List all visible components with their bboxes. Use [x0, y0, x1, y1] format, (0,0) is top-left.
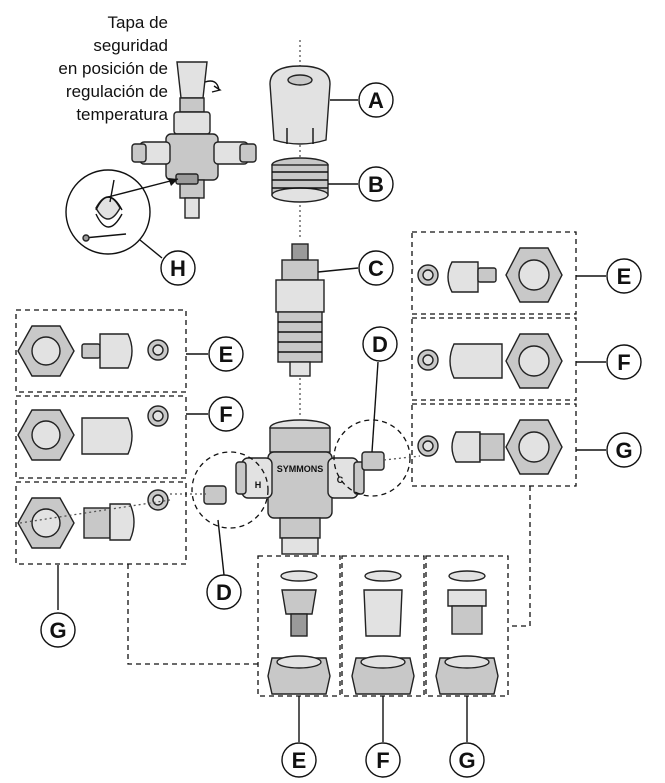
svg-text:G: G	[458, 748, 475, 773]
caption-line-3: en posición de	[58, 59, 168, 78]
right-box-f	[411, 317, 577, 401]
right-box-g	[411, 403, 577, 487]
left-box-e	[15, 309, 187, 393]
callout-f-left: F	[208, 396, 244, 432]
svg-text:F: F	[376, 748, 389, 773]
svg-text:E: E	[617, 264, 632, 289]
check-valve-left	[170, 451, 269, 576]
caption-line-2: seguridad	[93, 36, 168, 55]
svg-text:H: H	[170, 256, 186, 281]
callout-d-right: D	[362, 326, 398, 362]
right-group	[411, 231, 606, 487]
check-valve-right	[333, 361, 421, 497]
right-box-e	[411, 231, 577, 315]
left-box-f	[15, 395, 187, 479]
left-box-g	[15, 481, 187, 565]
callout-d-left: D	[206, 574, 242, 610]
callout-h: H	[160, 250, 196, 286]
callout-a: A	[358, 82, 394, 118]
brand-text: SYMMONS	[277, 464, 324, 474]
svg-text:E: E	[219, 342, 234, 367]
svg-text:B: B	[368, 172, 384, 197]
svg-text:F: F	[617, 350, 630, 375]
callout-g-bottom: G	[449, 742, 485, 778]
svg-text:D: D	[216, 580, 232, 605]
callout-f-bottom: F	[365, 742, 401, 778]
assembled-valve-thumbnail	[107, 61, 257, 219]
valve-body: SYMMONS H C	[235, 419, 365, 555]
part-a-cap	[269, 65, 358, 145]
svg-text:G: G	[49, 618, 66, 643]
svg-text:D: D	[372, 332, 388, 357]
caption: Tapa de seguridad en posición de regulac…	[58, 13, 168, 124]
svg-text:E: E	[292, 748, 307, 773]
part-c-cartridge	[275, 243, 359, 377]
caption-line-4: regulación de	[66, 82, 168, 101]
callout-c: C	[358, 250, 394, 286]
svg-text:C: C	[368, 256, 384, 281]
connector-right	[508, 486, 531, 627]
bottom-group	[257, 555, 509, 742]
callout-g-left: G	[40, 612, 76, 648]
part-b-nut	[271, 157, 358, 203]
connector-left	[127, 564, 258, 665]
cold-port-mark: C	[337, 475, 344, 485]
caption-line-5: temperatura	[76, 105, 168, 124]
clamp-detail-circle	[65, 169, 163, 259]
callout-e-left: E	[208, 336, 244, 372]
svg-text:G: G	[615, 438, 632, 463]
hot-port-mark: H	[255, 480, 262, 490]
svg-text:F: F	[219, 402, 232, 427]
callout-f-right: F	[606, 344, 642, 380]
caption-line-1: Tapa de	[108, 13, 169, 32]
callout-b: B	[358, 166, 394, 202]
callout-g-right: G	[606, 432, 642, 468]
callout-e-bottom: E	[281, 742, 317, 778]
svg-text:A: A	[368, 88, 384, 113]
left-group	[15, 309, 208, 610]
callout-e-right: E	[606, 258, 642, 294]
